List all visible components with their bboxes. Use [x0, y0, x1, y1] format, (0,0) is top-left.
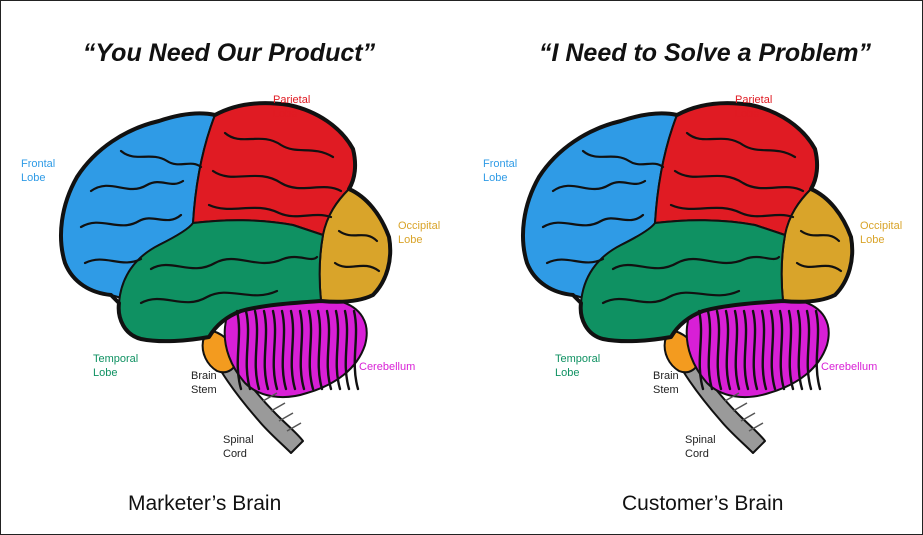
- marketer-caption: Marketer’s Brain: [128, 492, 282, 515]
- cerebellum-label: Cerebellum: [821, 361, 878, 373]
- brain-fold: [545, 257, 605, 265]
- brain-fold: [119, 149, 203, 169]
- cerebellum-fold: [751, 309, 759, 391]
- occipital-lobe-label: Occipital Lobe: [398, 220, 441, 246]
- cerebellum-fold: [697, 309, 705, 391]
- cerebellum-fold: [724, 309, 732, 391]
- marketer-brain-diagram: [59, 101, 393, 454]
- spinal-cord-segment: [278, 412, 294, 422]
- brain-fold: [551, 179, 647, 193]
- customer-panel: “I Need to Solve a Problem” Frontal Lobe…: [463, 1, 923, 534]
- brain-fold: [337, 229, 379, 243]
- brain-fold: [799, 229, 841, 243]
- frontal-lobe-label: Frontal Lobe: [483, 158, 518, 184]
- cerebellum-fold: [715, 309, 723, 391]
- brain-fold: [795, 261, 843, 273]
- brain-fold: [149, 255, 319, 271]
- occipital-lobe-label: Occipital Lobe: [860, 220, 903, 246]
- brain-stem-label: Brain Stem: [653, 370, 679, 396]
- frontal-lobe-label: Frontal Lobe: [21, 158, 56, 184]
- cerebellum-fold: [787, 309, 795, 391]
- customer-caption: Customer’s Brain: [622, 492, 784, 515]
- spinal-cord-segment: [270, 402, 286, 412]
- brain-fold: [673, 169, 805, 193]
- brain-fold: [83, 257, 143, 265]
- cerebellum-fold: [307, 309, 315, 391]
- spinal-cord-label: Spinal Cord: [223, 434, 254, 460]
- cerebellum-fold: [262, 309, 270, 391]
- marketer-title: “You Need Our Product”: [82, 39, 376, 67]
- brain-fold: [333, 261, 381, 273]
- spinal-cord-segment: [262, 392, 278, 402]
- cerebellum-fold: [760, 309, 768, 391]
- cerebellum-fold: [352, 309, 360, 391]
- cerebellum-fold: [334, 309, 342, 391]
- cerebellum-fold: [343, 309, 351, 391]
- brain-outline: [521, 101, 855, 344]
- brain-outline: [59, 101, 393, 344]
- cerebellum-fold: [325, 309, 333, 391]
- cerebellum-fold: [235, 309, 243, 391]
- spinal-cord-segment: [724, 392, 740, 402]
- parietal-lobe-label: Parietal Lobe: [273, 94, 311, 120]
- brain-fold: [89, 179, 185, 193]
- cerebellum-fold: [316, 309, 324, 391]
- spinal-cord-label: Spinal Cord: [685, 434, 716, 460]
- cerebellum-label: Cerebellum: [359, 361, 416, 373]
- cerebellum-fold: [244, 309, 252, 391]
- cerebellum-fold: [271, 309, 279, 391]
- brain-fold: [207, 203, 333, 219]
- cerebellum-fold: [769, 309, 777, 391]
- brain-fold: [581, 149, 665, 169]
- spinal-cord-segment: [732, 402, 748, 412]
- cerebellum-fold: [253, 309, 261, 391]
- brain-fold: [611, 255, 781, 271]
- cerebellum-fold: [778, 309, 786, 391]
- brain-stem-label: Brain Stem: [191, 370, 217, 396]
- cerebellum-fold: [814, 309, 822, 391]
- customer-title: “I Need to Solve a Problem”: [538, 39, 872, 67]
- cerebellum-fold: [298, 309, 306, 391]
- parietal-lobe-label: Parietal Lobe: [735, 94, 773, 120]
- spinal-cord-region: [220, 360, 304, 454]
- temporal-lobe-label: Temporal Lobe: [93, 353, 139, 379]
- brain-fold: [685, 131, 797, 159]
- marketer-panel: “You Need Our Product” Frontal Lobe Pari…: [1, 1, 461, 534]
- cerebellum-fold: [289, 309, 297, 391]
- cerebellum-fold: [742, 309, 750, 391]
- customer-brain-diagram: [521, 101, 855, 454]
- brain-fold: [211, 169, 343, 193]
- spinal-cord-region: [682, 360, 766, 454]
- spinal-cord-segment: [286, 422, 302, 432]
- cerebellum-fold: [280, 309, 288, 391]
- cerebellum-fold: [805, 309, 813, 391]
- spinal-cord-segment: [740, 412, 756, 422]
- spinal-cord-segment: [748, 422, 764, 432]
- brain-fold: [601, 289, 741, 305]
- cerebellum-fold: [706, 309, 714, 391]
- brain-fold: [541, 213, 645, 229]
- brain-fold: [669, 203, 795, 219]
- brain-fold: [223, 131, 335, 159]
- cerebellum-fold: [796, 309, 804, 391]
- cerebellum-fold: [733, 309, 741, 391]
- brain-fold: [79, 213, 183, 229]
- brain-fold: [139, 289, 279, 305]
- temporal-lobe-label: Temporal Lobe: [555, 353, 601, 379]
